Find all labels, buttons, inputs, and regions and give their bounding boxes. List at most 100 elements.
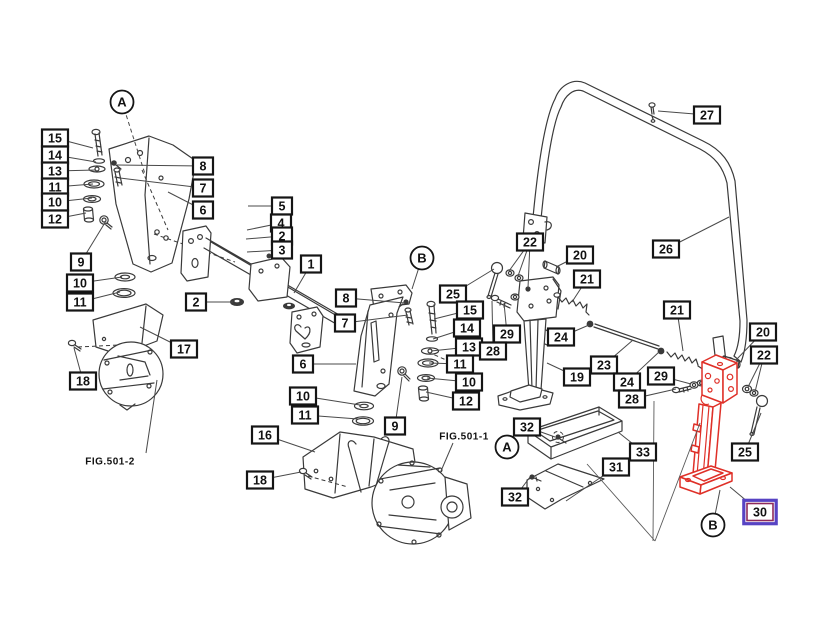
callout-28[interactable]: 28 bbox=[478, 341, 508, 361]
svg-text:B: B bbox=[708, 518, 717, 533]
callout-20[interactable]: 20 bbox=[748, 322, 778, 342]
callout-13[interactable]: 13 bbox=[454, 337, 484, 357]
callout-24[interactable]: 24 bbox=[612, 372, 642, 392]
callout-23[interactable]: 23 bbox=[589, 355, 619, 375]
callout-number: 12 bbox=[459, 395, 473, 409]
callout-number: 10 bbox=[296, 390, 310, 404]
callout-number: 15 bbox=[48, 132, 62, 146]
callout-number: 6 bbox=[300, 358, 307, 372]
callout-31[interactable]: 31 bbox=[601, 457, 631, 477]
callout-29[interactable]: 29 bbox=[646, 366, 676, 386]
callout-14[interactable]: 14 bbox=[40, 145, 70, 165]
callout-number: 11 bbox=[48, 181, 61, 195]
callout-21[interactable]: 21 bbox=[662, 300, 692, 320]
callout-32[interactable]: 32 bbox=[500, 487, 530, 507]
callout-11[interactable]: 11 bbox=[290, 405, 320, 425]
callout-25[interactable]: 25 bbox=[730, 442, 760, 462]
callout-18[interactable]: 18 bbox=[245, 470, 275, 490]
svg-text:A: A bbox=[502, 440, 512, 455]
callout-8[interactable]: 8 bbox=[191, 156, 215, 176]
callout-24[interactable]: 24 bbox=[546, 327, 576, 347]
callout-number: 23 bbox=[597, 359, 611, 373]
callout-number: 13 bbox=[48, 165, 62, 179]
figure-reference[interactable]: FIG.501-2 bbox=[85, 457, 135, 468]
callout-2[interactable]: 2 bbox=[184, 292, 208, 312]
callout-10[interactable]: 10 bbox=[65, 273, 95, 293]
callout-number: 1 bbox=[308, 258, 315, 272]
leader-line bbox=[440, 442, 454, 472]
callout-18[interactable]: 18 bbox=[68, 371, 98, 391]
callout-12[interactable]: 12 bbox=[451, 391, 481, 411]
callout-9[interactable]: 9 bbox=[383, 416, 407, 436]
callout-26[interactable]: 26 bbox=[651, 239, 681, 259]
callout-number: 16 bbox=[258, 429, 272, 443]
callout-number: 9 bbox=[392, 420, 399, 434]
callout-number: 8 bbox=[343, 292, 350, 306]
callout-15[interactable]: 15 bbox=[40, 128, 70, 148]
callout-29[interactable]: 29 bbox=[492, 324, 522, 344]
callout-22[interactable]: 22 bbox=[515, 232, 545, 252]
callout-number: 8 bbox=[200, 160, 207, 174]
callout-25[interactable]: 25 bbox=[438, 284, 468, 304]
callout-15[interactable]: 15 bbox=[455, 300, 485, 320]
callout-14[interactable]: 14 bbox=[452, 318, 482, 338]
callout-number: 24 bbox=[620, 376, 634, 390]
callout-1[interactable]: 1 bbox=[299, 254, 323, 274]
callout-number: 12 bbox=[48, 213, 62, 227]
frame-rail-drawing bbox=[180, 225, 345, 354]
figure-reference[interactable]: FIG.501-1 bbox=[439, 432, 489, 443]
callout-number: 7 bbox=[200, 182, 207, 196]
callout-17[interactable]: 17 bbox=[169, 339, 199, 359]
right-rops-leg-highlighted-drawing bbox=[679, 354, 738, 495]
callout-number: 25 bbox=[446, 288, 460, 302]
callout-number: 13 bbox=[462, 341, 476, 355]
callout-number: 29 bbox=[500, 328, 514, 342]
callout-32[interactable]: 32 bbox=[512, 417, 542, 437]
left-axle-cover-drawing bbox=[67, 303, 164, 356]
callout-3[interactable]: 3 bbox=[270, 240, 294, 260]
callout-5[interactable]: 5 bbox=[270, 196, 294, 216]
callout-27[interactable]: 27 bbox=[692, 105, 722, 125]
callout-16[interactable]: 16 bbox=[250, 425, 280, 445]
callout-number: 5 bbox=[279, 200, 286, 214]
callout-number: 14 bbox=[48, 149, 62, 163]
callout-number: 30 bbox=[753, 506, 767, 520]
callout-22[interactable]: 22 bbox=[749, 345, 779, 365]
leader-line bbox=[119, 177, 204, 189]
callout-number: 11 bbox=[298, 409, 311, 423]
callout-6[interactable]: 6 bbox=[191, 200, 215, 220]
callout-number: 28 bbox=[486, 345, 500, 359]
callout-8[interactable]: 8 bbox=[334, 288, 358, 308]
callout-number: 2 bbox=[279, 230, 286, 244]
svg-text:B: B bbox=[417, 251, 426, 266]
callout-number: 32 bbox=[508, 491, 522, 505]
callout-30[interactable]: 30 bbox=[742, 498, 778, 526]
callout-21[interactable]: 21 bbox=[572, 269, 602, 289]
callout-9[interactable]: 9 bbox=[69, 252, 93, 272]
callout-11[interactable]: 11 bbox=[65, 292, 95, 312]
callout-20[interactable]: 20 bbox=[565, 245, 595, 265]
callout-7[interactable]: 7 bbox=[333, 313, 357, 333]
callout-10[interactable]: 10 bbox=[454, 372, 484, 392]
callout-12[interactable]: 12 bbox=[40, 209, 70, 229]
center-axle-housing-drawing bbox=[371, 460, 472, 545]
callout-10[interactable]: 10 bbox=[288, 386, 318, 406]
debris-tray-drawing bbox=[527, 406, 623, 460]
callout-28[interactable]: 28 bbox=[617, 389, 647, 409]
callout-13[interactable]: 13 bbox=[40, 161, 70, 181]
callout-11[interactable]: 11 bbox=[445, 354, 475, 374]
callout-10[interactable]: 10 bbox=[40, 192, 70, 212]
callout-number: 27 bbox=[700, 109, 714, 123]
callout-number: 29 bbox=[654, 370, 668, 384]
callout-6[interactable]: 6 bbox=[291, 354, 315, 374]
center-fastener-stack-drawing bbox=[351, 300, 440, 426]
callout-33[interactable]: 33 bbox=[628, 442, 658, 462]
callout-19[interactable]: 19 bbox=[562, 367, 592, 387]
callout-number: 28 bbox=[625, 393, 639, 407]
left-axle-housing-drawing bbox=[98, 341, 164, 411]
leader-line bbox=[121, 101, 146, 175]
callout-7[interactable]: 7 bbox=[191, 178, 215, 198]
